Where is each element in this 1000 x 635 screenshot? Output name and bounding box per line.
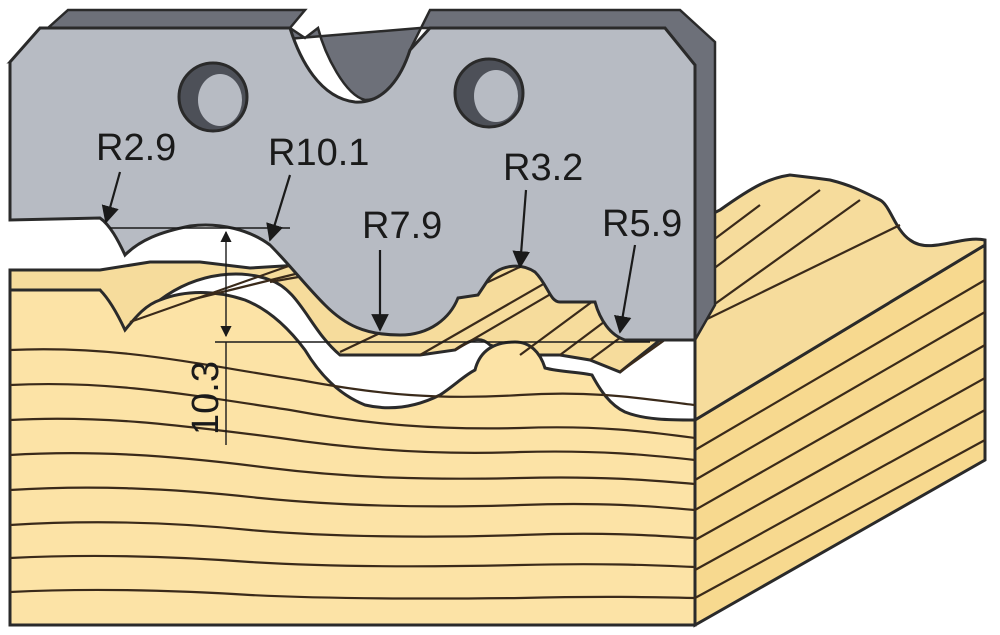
wood-top-surface (8, 173, 987, 423)
leader-r10-1 (266, 174, 292, 242)
label-r2-9: R2.9 (96, 127, 176, 169)
dimension-lines (110, 227, 650, 445)
radius-labels: R2.9 R10.1 R7.9 R3.2 R5.9 10.3 (96, 127, 682, 435)
wood-grain-side (694, 279, 986, 599)
leader-r3-2 (512, 189, 531, 269)
label-depth: 10.3 (185, 361, 227, 435)
wood-grain-front (9, 348, 696, 600)
label-r5-9: R5.9 (602, 203, 682, 245)
knife-hole-left (177, 61, 249, 133)
leader-r2-9 (101, 171, 122, 224)
knife-hole-right (453, 57, 525, 129)
label-r10-1: R10.1 (268, 132, 369, 174)
leader-r5-9 (614, 244, 637, 334)
radius-leaders (101, 171, 637, 334)
label-r7-9: R7.9 (362, 205, 442, 247)
label-r3-2: R3.2 (503, 147, 583, 189)
